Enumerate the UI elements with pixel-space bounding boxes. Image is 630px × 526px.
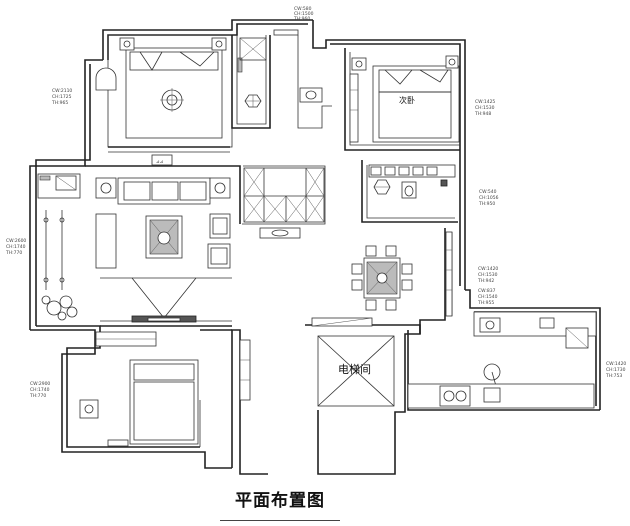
dim-top-1: CH:1500 bbox=[294, 11, 314, 17]
dim-right-lower-a-2: TH:942 bbox=[477, 278, 494, 284]
kitchen bbox=[407, 311, 597, 409]
master-bedroom: ⊿⊿ bbox=[95, 37, 243, 166]
dim-right-mid-2: TH:950 bbox=[478, 201, 495, 207]
dim-far-right-0: CW:1420 bbox=[606, 361, 626, 367]
dim-bottom-left-2: TH:770 bbox=[29, 393, 46, 399]
dim-master-2: TH:965 bbox=[51, 100, 68, 106]
plant-decoration bbox=[41, 295, 78, 321]
interior-walls bbox=[85, 34, 460, 447]
dim-right-lower-b-2: TH:955 bbox=[477, 300, 494, 306]
dim-right-upper-1: CH:1530 bbox=[475, 105, 495, 111]
dim-far-right-1: CH:1730 bbox=[606, 367, 626, 373]
dim-living-1: CH:1740 bbox=[6, 244, 26, 250]
dim-right-lower-a-1: CH:1530 bbox=[478, 272, 498, 278]
bathroom-right bbox=[368, 164, 456, 199]
cabinet-block bbox=[243, 167, 325, 239]
bedroom-small-label: 次卧 bbox=[399, 95, 415, 105]
elevator-shaft: 电梯间 bbox=[239, 317, 395, 407]
dimension-annotations: CW:580 CH:1500 TH:960 CW:2110 CH:1725 TH… bbox=[5, 6, 626, 399]
dim-right-lower-b-0: CW:837 bbox=[478, 288, 496, 294]
dim-right-upper-0: CW:1425 bbox=[475, 99, 495, 105]
bathroom-left bbox=[239, 29, 323, 108]
dim-bottom-left-0: CW:2900 bbox=[30, 381, 50, 387]
svg-text:⊿⊿: ⊿⊿ bbox=[156, 160, 164, 165]
dining-area bbox=[351, 245, 413, 311]
dim-right-lower-b-1: CH:1540 bbox=[478, 294, 498, 300]
dim-living-2: TH:770 bbox=[5, 250, 22, 256]
dim-right-mid-1: CH:1056 bbox=[479, 195, 499, 201]
bedroom-right: 次卧 bbox=[349, 55, 460, 143]
dim-right-upper-2: TH:948 bbox=[474, 111, 491, 117]
dim-far-right-2: TH:753 bbox=[605, 373, 622, 379]
title-underline bbox=[220, 520, 340, 521]
dim-top-0: CW:580 bbox=[294, 6, 312, 12]
dim-master-1: CH:1725 bbox=[52, 94, 72, 100]
dim-living-0: CW:2600 bbox=[6, 238, 26, 244]
dim-bottom-left-1: CH:1740 bbox=[30, 387, 50, 393]
dim-top-2: TH:960 bbox=[293, 16, 310, 22]
bedroom-lower bbox=[79, 331, 199, 447]
elevator-label: 电梯间 bbox=[338, 363, 371, 376]
corridor-cabinet bbox=[445, 231, 453, 317]
drawing-title: 平面布置图 bbox=[235, 491, 325, 511]
dim-master-0: CW:2110 bbox=[52, 88, 72, 94]
dim-right-mid-0: CW:540 bbox=[479, 189, 497, 195]
living-room bbox=[37, 173, 232, 323]
dim-right-lower-a-0: CW:1420 bbox=[478, 266, 498, 272]
exterior-walls bbox=[29, 19, 601, 475]
